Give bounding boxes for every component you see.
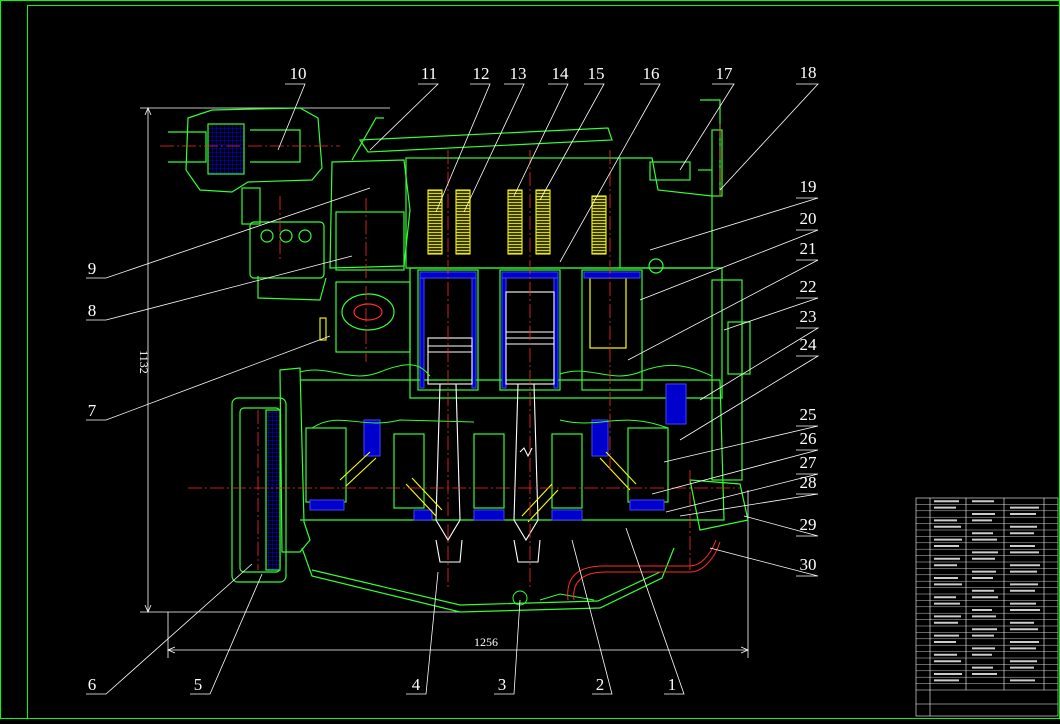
parts-list-rows bbox=[916, 500, 1058, 684]
callout-21: 21 bbox=[800, 239, 817, 258]
callout-25: 25 bbox=[800, 405, 817, 424]
callout-1: 1 bbox=[668, 675, 677, 694]
callout-16: 16 bbox=[643, 64, 660, 83]
callout-13: 13 bbox=[510, 64, 527, 83]
callout-17: 17 bbox=[716, 64, 734, 83]
callout-22: 22 bbox=[800, 277, 817, 296]
dimension-width: 1256 bbox=[474, 635, 498, 649]
callout-labels: 10 11 12 13 14 15 16 17 18 19 20 21 22 2… bbox=[88, 63, 817, 694]
callout-2: 2 bbox=[596, 675, 605, 694]
callout-4: 4 bbox=[412, 675, 421, 694]
crankshaft bbox=[299, 364, 721, 606]
callout-30: 30 bbox=[800, 555, 817, 574]
leader-lines bbox=[86, 83, 820, 695]
callout-15: 15 bbox=[588, 64, 605, 83]
callout-14: 14 bbox=[552, 64, 570, 83]
callout-6: 6 bbox=[88, 675, 97, 694]
pistons bbox=[427, 291, 555, 563]
callout-27: 27 bbox=[800, 453, 818, 472]
callout-9: 9 bbox=[88, 259, 97, 278]
callout-19: 19 bbox=[800, 177, 817, 196]
callout-28: 28 bbox=[800, 473, 817, 492]
center-lines bbox=[160, 124, 740, 590]
callout-23: 23 bbox=[800, 307, 817, 326]
callout-3: 3 bbox=[498, 675, 507, 694]
callout-26: 26 bbox=[800, 429, 817, 448]
engine-body bbox=[168, 99, 751, 613]
callout-11: 11 bbox=[421, 64, 437, 83]
callout-5: 5 bbox=[194, 675, 203, 694]
callout-10: 10 bbox=[290, 64, 307, 83]
callout-8: 8 bbox=[88, 301, 97, 320]
crank-components bbox=[319, 189, 637, 523]
dimension-height: 1132 bbox=[137, 350, 151, 374]
callout-18: 18 bbox=[800, 63, 817, 82]
callout-29: 29 bbox=[800, 515, 817, 534]
callout-12: 12 bbox=[473, 64, 490, 83]
dimension-lines bbox=[140, 106, 750, 658]
callout-7: 7 bbox=[88, 401, 97, 420]
callout-24: 24 bbox=[800, 335, 818, 354]
section-parts bbox=[309, 271, 687, 521]
callout-20: 20 bbox=[800, 209, 817, 228]
